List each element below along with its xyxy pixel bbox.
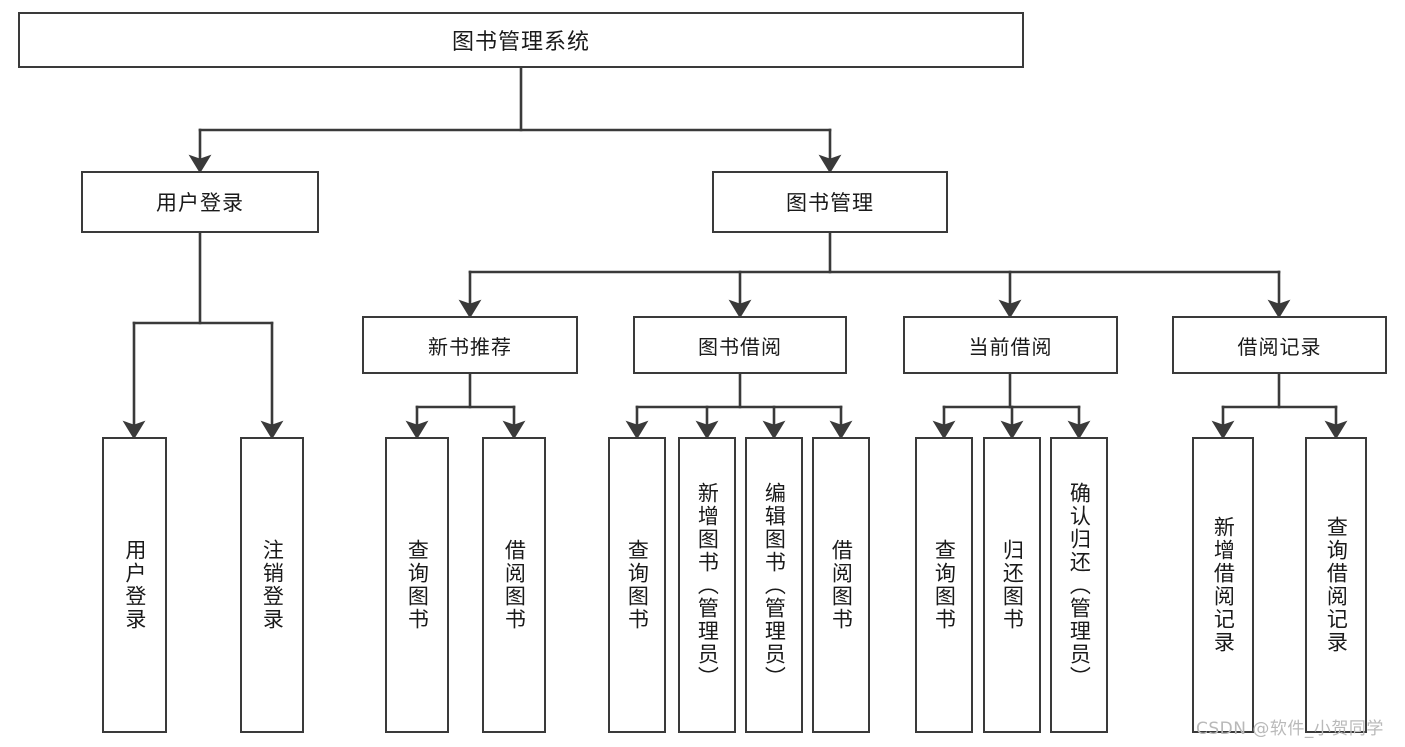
leaf-confirm-return-label: 确认归还（管理员） <box>1067 481 1092 689</box>
node-user-login-label: 用户登录 <box>156 191 244 215</box>
node-borrow-record-label: 借阅记录 <box>1237 334 1322 359</box>
leaf-edit-book-label: 编辑图书（管理员） <box>762 481 787 689</box>
node-book-manage[interactable]: 图书管理 <box>712 171 948 233</box>
leaf-user-login-label: 用户登录 <box>122 539 147 631</box>
node-new-book-recommend-label: 新书推荐 <box>428 334 512 359</box>
leaf-borrow-book-label: 借阅图书 <box>829 539 854 631</box>
leaf-query-record[interactable]: 查询借阅记录 <box>1305 437 1367 733</box>
node-new-book-recommend[interactable]: 新书推荐 <box>362 316 578 374</box>
node-current-borrow[interactable]: 当前借阅 <box>903 316 1118 374</box>
node-root[interactable]: 图书管理系统 <box>18 12 1024 68</box>
leaf-query-book-cur-label: 查询图书 <box>932 539 957 631</box>
node-book-manage-label: 图书管理 <box>786 191 874 215</box>
leaf-query-record-label: 查询借阅记录 <box>1324 516 1349 654</box>
leaf-add-record[interactable]: 新增借阅记录 <box>1192 437 1254 733</box>
leaf-return-book-label: 归还图书 <box>1000 539 1025 631</box>
leaf-add-record-label: 新增借阅记录 <box>1211 516 1236 654</box>
leaf-borrow-book-rec-label: 借阅图书 <box>502 539 527 631</box>
leaf-edit-book[interactable]: 编辑图书（管理员） <box>745 437 803 733</box>
leaf-borrow-book-rec[interactable]: 借阅图书 <box>482 437 546 733</box>
csdn-watermark: CSDN @软件_小贺同学 <box>1196 719 1384 739</box>
leaf-confirm-return[interactable]: 确认归还（管理员） <box>1050 437 1108 733</box>
leaf-add-book-label: 新增图书（管理员） <box>695 481 720 689</box>
node-user-login[interactable]: 用户登录 <box>81 171 319 233</box>
leaf-query-book-cur[interactable]: 查询图书 <box>915 437 973 733</box>
leaf-query-book-borrow-label: 查询图书 <box>625 539 650 631</box>
leaf-query-book-rec-label: 查询图书 <box>405 539 430 631</box>
leaf-query-book-borrow[interactable]: 查询图书 <box>608 437 666 733</box>
node-book-borrow-label: 图书借阅 <box>698 334 782 359</box>
node-book-borrow[interactable]: 图书借阅 <box>633 316 847 374</box>
leaf-user-login[interactable]: 用户登录 <box>102 437 167 733</box>
leaf-user-logout[interactable]: 注销登录 <box>240 437 304 733</box>
node-root-label: 图书管理系统 <box>451 30 590 55</box>
leaf-query-book-rec[interactable]: 查询图书 <box>385 437 449 733</box>
leaf-user-logout-label: 注销登录 <box>260 539 285 631</box>
leaf-return-book[interactable]: 归还图书 <box>983 437 1041 733</box>
leaf-add-book[interactable]: 新增图书（管理员） <box>678 437 736 733</box>
leaf-borrow-book[interactable]: 借阅图书 <box>812 437 870 733</box>
node-current-borrow-label: 当前借阅 <box>968 334 1053 359</box>
node-borrow-record[interactable]: 借阅记录 <box>1172 316 1387 374</box>
